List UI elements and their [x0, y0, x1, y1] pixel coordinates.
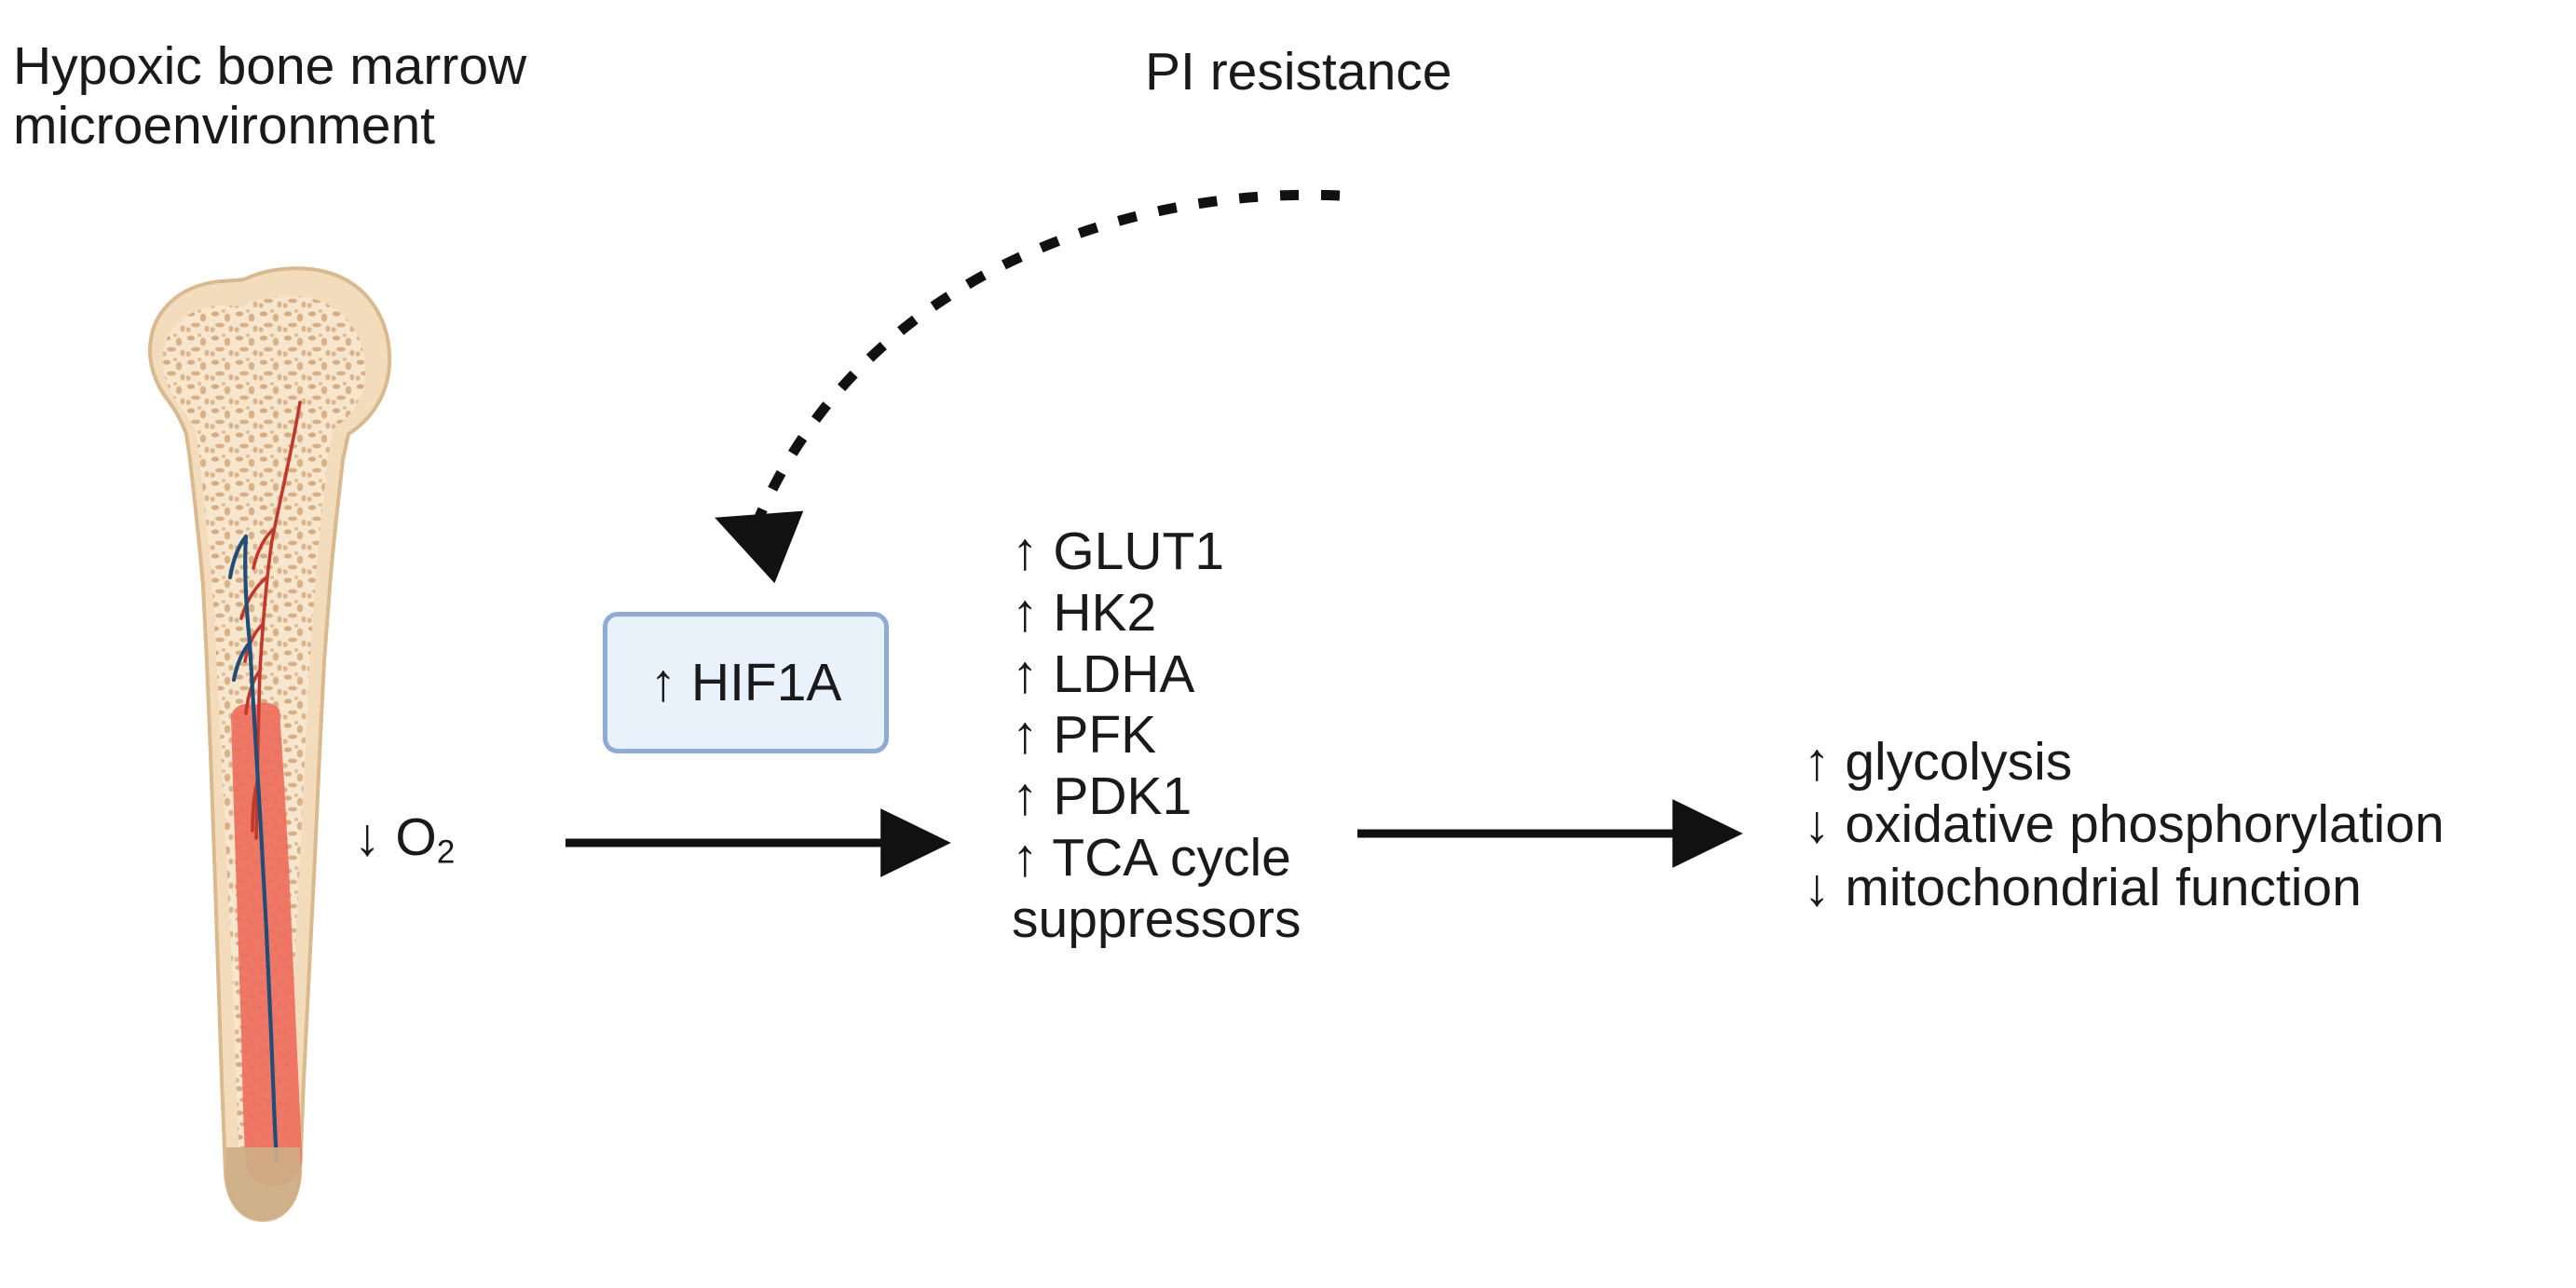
hif1a-node: ↑ HIF1A — [603, 612, 889, 753]
hypoxia-title-line1: Hypoxic bone marrow — [13, 36, 527, 96]
gene-item: ↑ PFK — [1012, 705, 1157, 766]
arrow-pi-resistance-to-hif1a — [715, 189, 1341, 584]
hif1a-node-label: ↑ HIF1A — [649, 653, 842, 712]
femur-bone-illustration — [148, 266, 392, 1223]
oxygen-subscript: 2 — [436, 834, 456, 871]
pi-resistance-label: PI resistance — [1145, 42, 1452, 102]
bone-distal-cap — [225, 1147, 301, 1220]
gene-item: ↑ HK2 — [1012, 582, 1157, 643]
outcome-item: ↓ oxidative phosphorylation — [1804, 794, 2445, 855]
hypoxia-title-line2: microenvironment — [13, 95, 435, 156]
gene-item: suppressors — [1012, 888, 1302, 949]
oxygen-decrease-text: ↓ O — [354, 807, 437, 867]
gene-item: ↑ GLUT1 — [1012, 522, 1225, 581]
gene-item: ↑ LDHA — [1012, 644, 1195, 704]
gene-item: ↑ PDK1 — [1012, 766, 1193, 827]
oxygen-decrease-label: ↓ O2 — [354, 807, 455, 872]
outcome-item: ↓ mitochondrial function — [1804, 857, 2362, 917]
gene-target-list: ↑ GLUT1 ↑ HK2 ↑ LDHA ↑ PFK ↑ PDK1 ↑ TCA … — [1012, 522, 1301, 951]
bone-vein — [227, 534, 279, 1165]
metabolic-outcome-list: ↑ glycolysis ↓ oxidative phosphorylation… — [1804, 731, 2445, 919]
gene-item: ↑ TCA cycle — [1012, 828, 1291, 888]
outcome-item: ↑ glycolysis — [1804, 732, 2073, 792]
